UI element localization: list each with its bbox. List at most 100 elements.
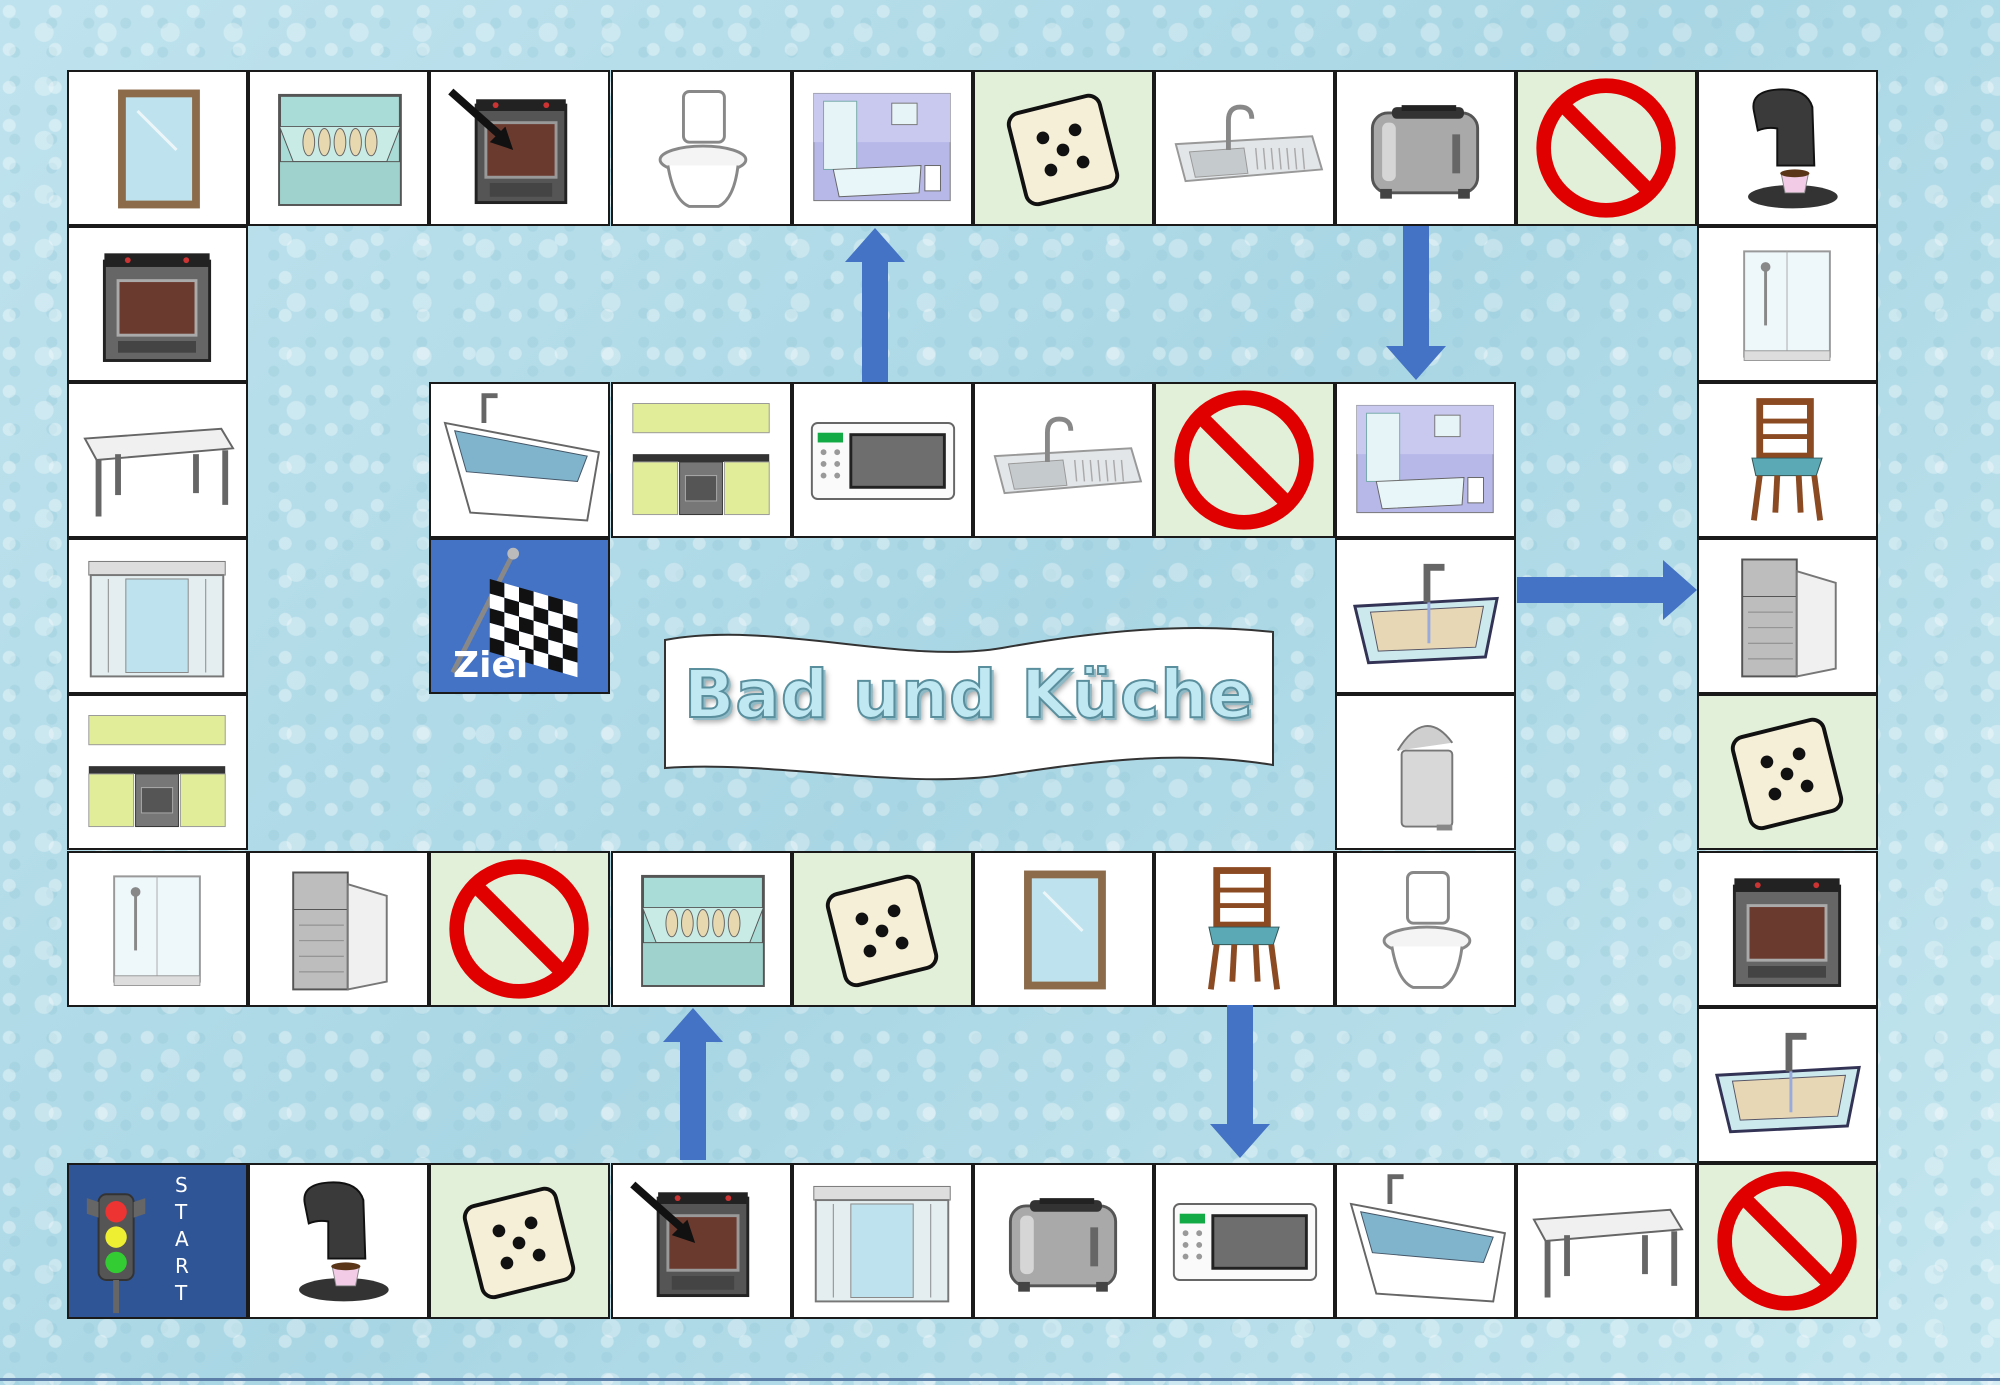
- board-cell-19[interactable]: [1335, 70, 1516, 226]
- chair-icon: [1750, 398, 1824, 521]
- board-cell-20[interactable]: [1154, 70, 1335, 226]
- mirror-icon: [118, 89, 200, 209]
- board-cell-38[interactable]: [1335, 851, 1516, 1007]
- board-cell-44[interactable]: [792, 382, 973, 538]
- no-entry-icon: [1536, 78, 1676, 218]
- board-cell-15[interactable]: [1697, 382, 1878, 538]
- board-cell-42[interactable]: [1154, 382, 1335, 538]
- board-cell-26[interactable]: [67, 70, 248, 226]
- washbasin-icon: [1715, 1032, 1861, 1134]
- board-cell-39[interactable]: [1335, 694, 1516, 850]
- start-letter: S: [175, 1173, 188, 1197]
- board-cell-47[interactable]: Ziel: [429, 538, 610, 694]
- refrigerator-icon: [1741, 558, 1837, 678]
- board-cell-13[interactable]: [1697, 694, 1878, 850]
- shortcut-arrow-right: [1517, 560, 1697, 620]
- board-cell-16[interactable]: [1697, 226, 1878, 382]
- dishwasher-icon: [278, 93, 402, 206]
- sink-icon: [993, 416, 1143, 495]
- board-cell-36[interactable]: [973, 851, 1154, 1007]
- bottom-divider: [0, 1378, 2000, 1381]
- no-entry-icon: [1717, 1171, 1857, 1311]
- no-entry-icon: [1174, 390, 1314, 530]
- board-cell-30[interactable]: [67, 694, 248, 850]
- dishwasher-icon: [641, 874, 765, 987]
- board-cell-11[interactable]: [1697, 1007, 1878, 1163]
- board-cell-8[interactable]: [1335, 1163, 1516, 1319]
- traffic-light-start-icon: [86, 1193, 146, 1314]
- board-cell-5[interactable]: [792, 1163, 973, 1319]
- board-cell-10[interactable]: [1697, 1163, 1878, 1319]
- board-cell-32[interactable]: [248, 851, 429, 1007]
- finish-flag-icon: [450, 547, 578, 678]
- coffee-machine-icon: [299, 1181, 389, 1302]
- finish-label: Ziel: [453, 645, 529, 686]
- board-cell-45[interactable]: [611, 382, 792, 538]
- mirror-cabinet-icon: [813, 1185, 951, 1303]
- kitchen-icon: [632, 403, 770, 516]
- board-cell-29[interactable]: [67, 538, 248, 694]
- board-cell-18[interactable]: [1516, 70, 1697, 226]
- shower-cabin-icon: [113, 875, 201, 986]
- board-cell-34[interactable]: [611, 851, 792, 1007]
- oven-with-arrow-icon: [630, 1181, 750, 1298]
- board-cell-28[interactable]: [67, 382, 248, 538]
- shortcut-arrow-up-upper: [845, 228, 905, 382]
- board-cell-40[interactable]: [1335, 538, 1516, 694]
- board-cell-7[interactable]: [1154, 1163, 1335, 1319]
- board-cell-4[interactable]: [611, 1163, 792, 1319]
- table-icon: [1532, 1208, 1684, 1298]
- sink-icon: [1174, 104, 1324, 183]
- shortcut-arrow-down-upper: [1386, 226, 1446, 380]
- board-cell-27[interactable]: [67, 226, 248, 382]
- mirror-cabinet-icon: [88, 560, 226, 678]
- board-cell-24[interactable]: [429, 70, 610, 226]
- no-entry-icon: [449, 859, 589, 999]
- bathroom-icon: [1356, 404, 1494, 514]
- board-cell-33[interactable]: [429, 851, 610, 1007]
- bathroom-icon: [813, 92, 951, 202]
- kitchen-icon: [88, 715, 226, 828]
- board-cell-9[interactable]: [1516, 1163, 1697, 1319]
- washbasin-icon: [1353, 563, 1499, 665]
- toaster-icon: [1008, 1198, 1118, 1292]
- game-title: Bad und Küche: [683, 655, 1255, 734]
- toilet-icon: [1382, 871, 1472, 989]
- toaster-icon: [1370, 105, 1480, 199]
- shortcut-arrow-down-lower: [1210, 1005, 1270, 1158]
- board-cell-6[interactable]: [973, 1163, 1154, 1319]
- start-letter: R: [175, 1254, 189, 1278]
- board-cell-17[interactable]: [1697, 70, 1878, 226]
- bathtub-icon: [443, 393, 601, 522]
- board-cell-41[interactable]: [1335, 382, 1516, 538]
- shortcut-arrow-up-lower: [663, 1008, 723, 1160]
- mirror-icon: [1024, 870, 1106, 990]
- dice-icon: [825, 874, 939, 988]
- stove-icon: [1732, 878, 1842, 987]
- board-cell-43[interactable]: [973, 382, 1154, 538]
- board-cell-2[interactable]: [248, 1163, 429, 1319]
- board-cell-3[interactable]: [429, 1163, 610, 1319]
- board-cell-22[interactable]: [792, 70, 973, 226]
- start-letter: T: [175, 1200, 188, 1224]
- toilet-icon: [658, 90, 748, 208]
- board-cell-35[interactable]: [792, 851, 973, 1007]
- dice-icon: [1006, 93, 1120, 207]
- stove-icon: [102, 253, 212, 362]
- title-banner: [664, 627, 1274, 781]
- board-cell-31[interactable]: [67, 851, 248, 1007]
- table-icon: [83, 427, 235, 517]
- start-letter: A: [175, 1227, 189, 1251]
- board-cell-25[interactable]: [248, 70, 429, 226]
- board-cell-14[interactable]: [1697, 538, 1878, 694]
- board-cell-21[interactable]: [973, 70, 1154, 226]
- chair-icon: [1207, 867, 1281, 990]
- board-cell-46[interactable]: [429, 382, 610, 538]
- refrigerator-icon: [292, 871, 388, 991]
- dice-icon: [462, 1186, 576, 1300]
- start-letter: T: [175, 1281, 188, 1305]
- board-cell-37[interactable]: [1154, 851, 1335, 1007]
- board-cell-12[interactable]: [1697, 851, 1878, 1007]
- board-cell-23[interactable]: [611, 70, 792, 226]
